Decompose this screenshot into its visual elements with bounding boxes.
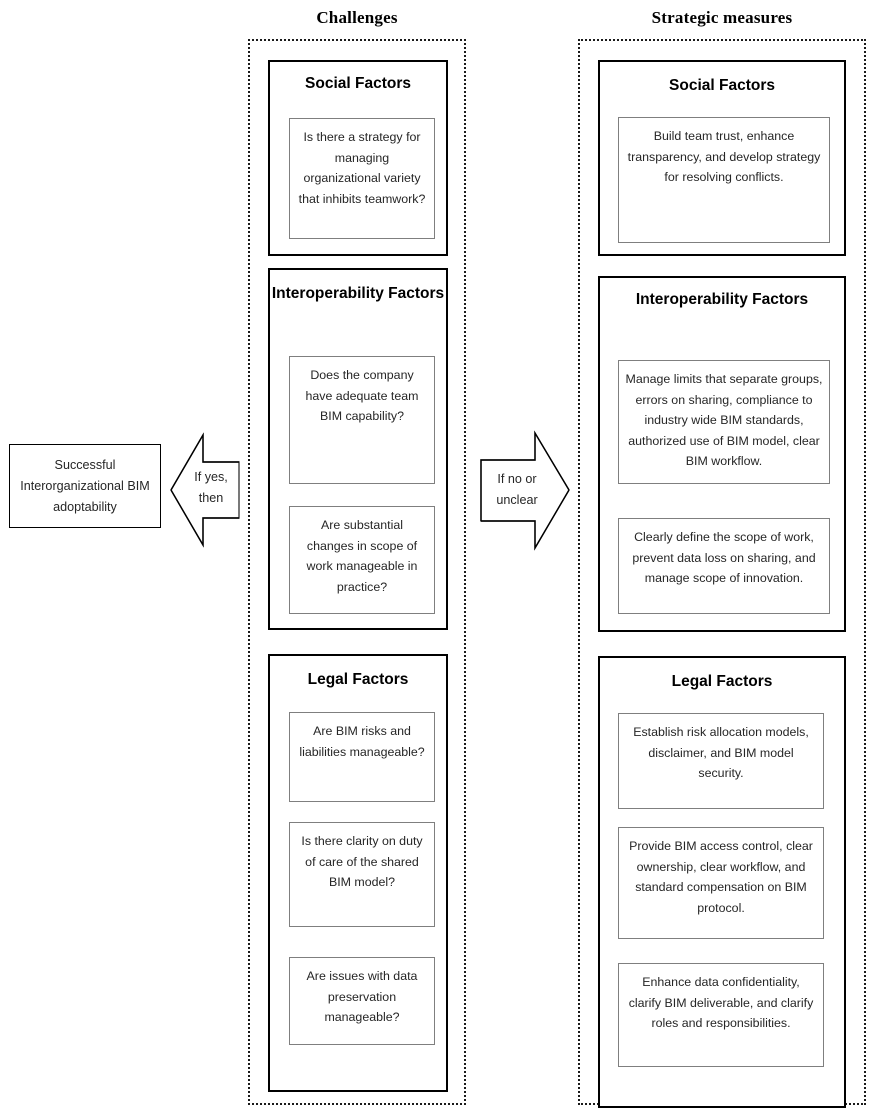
challenges-item-interoperability-1-text: Does the company have adequate team BIM … [305,368,419,423]
strategic-panel-legal-factors: Legal Factors Establish risk allocation … [598,656,846,1108]
if-yes-then-arrow [169,431,241,549]
if-yes-then-label-text: If yes, then [194,470,228,505]
strategic-item-interoperability-1: Manage limits that separate groups, erro… [618,360,830,484]
strategic-panel-social-factors-title: Social Factors [669,77,775,94]
strategic-panel-legal-factors-title: Legal Factors [671,673,773,690]
if-no-or-unclear-label: If no or unclear [484,469,550,511]
challenges-item-interoperability-1: Does the company have adequate team BIM … [289,356,435,484]
successful-bim-adoptability-box: Successful Interorganizational BIM adopt… [9,444,161,528]
strategic-item-social-1: Build team trust, enhance transparency, … [618,117,830,243]
strategic-panel-interoperability-factors-title: Interoperability Factors [635,291,809,308]
strategic-panel-social-factors: Social Factors Build team trust, enhance… [598,60,846,256]
challenges-item-legal-2-text: Is there clarity on duty of care of the … [301,834,423,889]
challenges-panel-legal-factors: Legal Factors Are BIM risks and liabilit… [268,654,448,1092]
challenges-item-legal-3-text: Are issues with data preservation manage… [306,969,418,1024]
challenges-item-interoperability-2: Are substantial changes in scope of work… [289,506,435,614]
challenges-item-legal-2: Is there clarity on duty of care of the … [289,822,435,927]
strategic-item-legal-3: Enhance data confidentiality, clarify BI… [618,963,824,1067]
strategic-item-social-1-text: Build team trust, enhance transparency, … [627,129,821,184]
challenges-item-social-1-text: Is there a strategy for managing organiz… [298,130,426,206]
challenges-item-social-1: Is there a strategy for managing organiz… [289,118,435,239]
challenges-dotted-container [248,39,466,1105]
strategic-item-legal-3-text: Enhance data confidentiality, clarify BI… [628,975,814,1030]
if-yes-then-label: If yes, then [180,467,242,509]
strategic-item-legal-1-text: Establish risk allocation models, discla… [633,725,809,780]
challenges-column-title: Challenges [316,8,398,27]
strategic-panel-interoperability-factors: Interoperability Factors Manage limits t… [598,276,846,632]
challenges-panel-social-factors: Social Factors Is there a strategy for m… [268,60,448,256]
challenges-item-interoperability-2-text: Are substantial changes in scope of work… [306,518,418,594]
challenges-item-legal-1: Are BIM risks and liabilities manageable… [289,712,435,802]
strategic-item-legal-2-text: Provide BIM access control, clear owners… [629,839,813,915]
terminal-box-label: Successful Interorganizational BIM adopt… [20,457,150,514]
challenges-item-legal-1-text: Are BIM risks and liabilities manageable… [299,724,425,759]
strategic-item-interoperability-2: Clearly define the scope of work, preven… [618,518,830,614]
strategic-item-interoperability-1-text: Manage limits that separate groups, erro… [625,372,823,468]
strategic-item-legal-2: Provide BIM access control, clear owners… [618,827,824,939]
strategic-item-interoperability-2-text: Clearly define the scope of work, preven… [632,530,816,585]
challenges-panel-interoperability-factors: Interoperability Factors Does the compan… [268,268,448,630]
strategic-item-legal-1: Establish risk allocation models, discla… [618,713,824,809]
challenges-panel-social-factors-title: Social Factors [305,75,411,92]
challenges-item-legal-3: Are issues with data preservation manage… [289,957,435,1045]
if-no-or-unclear-label-text: If no or unclear [496,472,538,507]
challenges-panel-interoperability-factors-title: Interoperability Factors [271,285,445,302]
strategic-column-title: Strategic measures [651,8,793,27]
if-no-or-unclear-arrow [479,428,571,553]
challenges-panel-legal-factors-title: Legal Factors [307,671,409,688]
